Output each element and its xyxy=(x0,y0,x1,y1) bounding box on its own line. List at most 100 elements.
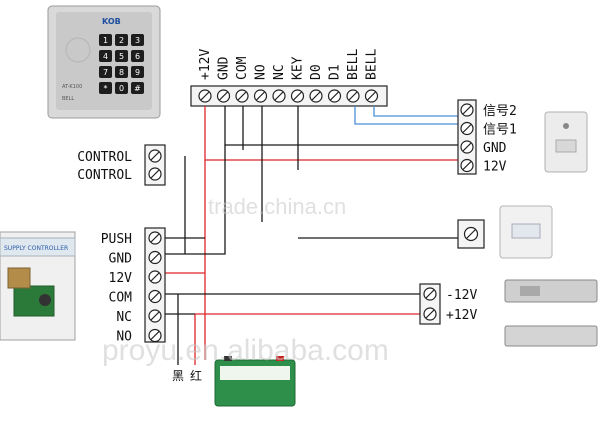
keypad-model: AT-K100 xyxy=(62,84,82,90)
keypad-key-label: 8 xyxy=(119,68,124,77)
keypad-key-label: 2 xyxy=(119,36,124,45)
keypad-key xyxy=(131,66,144,78)
wire-bell-2 xyxy=(373,106,458,117)
doorbell-screw xyxy=(460,121,474,136)
psu-terminal-block xyxy=(144,227,166,343)
terminal-label: KEY xyxy=(291,56,306,80)
keypad-key-label: 3 xyxy=(135,36,140,45)
keypad-key xyxy=(131,34,144,46)
terminal-screw xyxy=(290,89,305,103)
doorbell-screw xyxy=(460,103,474,117)
psu-label: 12V xyxy=(109,271,133,286)
wires xyxy=(165,106,465,365)
terminal-screw xyxy=(364,89,379,103)
terminal-label: D1 xyxy=(328,64,343,80)
keypad-key-label: 6 xyxy=(135,52,140,61)
keypad-key-label: 9 xyxy=(135,68,140,77)
terminal-label: BELL xyxy=(346,49,361,80)
lock-label: +12V xyxy=(446,308,477,323)
terminal-label: NO xyxy=(254,64,269,80)
terminal-screw xyxy=(309,89,323,103)
terminal-screw xyxy=(216,89,231,103)
psu-screw xyxy=(148,309,162,323)
keypad-key xyxy=(115,66,128,78)
psu-title: SUPPLY CONTROLLER xyxy=(4,245,68,252)
keypad-key xyxy=(115,34,128,46)
magnetic-lock xyxy=(504,325,598,347)
terminal-screw xyxy=(198,89,212,103)
terminal-screw xyxy=(327,89,342,103)
keypad-key-label: * xyxy=(104,84,108,93)
keypad-key xyxy=(115,50,128,62)
lock-screw xyxy=(423,287,437,301)
battery xyxy=(214,356,296,407)
power-supply-unit: SUPPLY CONTROLLER xyxy=(0,231,76,341)
keypad-key xyxy=(99,50,112,62)
terminal-label: COM xyxy=(235,56,250,80)
lock-screw xyxy=(423,307,437,321)
keypad-key xyxy=(99,82,112,94)
psu-labels: PUSH GND 12V COM NC NO xyxy=(101,232,132,345)
keypad-brand: KOB xyxy=(102,17,121,26)
psu-screw xyxy=(148,231,162,245)
terminal-label: +12V xyxy=(198,49,213,80)
exit-button-terminal xyxy=(457,219,485,249)
psu-label: GND xyxy=(109,252,133,267)
terminal-label: BELL xyxy=(365,49,380,80)
terminal-label: GND xyxy=(217,56,232,80)
terminal-screw xyxy=(235,89,249,103)
doorbell-terminal-block xyxy=(457,99,477,175)
keypad-key xyxy=(99,66,112,78)
lock-labels: -12V +12V xyxy=(446,288,477,323)
keypad-key-label: 0 xyxy=(119,84,124,93)
doorbell-screw xyxy=(460,140,474,154)
keypad-key-label: 1 xyxy=(103,36,108,45)
terminal-screw xyxy=(253,89,268,103)
doorbell-label: 信号1 xyxy=(483,123,517,138)
terminal-screw xyxy=(272,89,286,103)
psu-screw xyxy=(148,250,162,265)
keypad-key xyxy=(99,34,112,46)
keypad-key xyxy=(131,50,144,62)
electric-bolt-lock xyxy=(504,279,598,303)
keypad-key-label: # xyxy=(134,84,141,93)
terminal-screw xyxy=(346,89,360,103)
controller-terminal-block xyxy=(190,85,388,107)
battery-wire-label: 黑 xyxy=(172,369,184,383)
control-screw xyxy=(148,167,162,181)
doorbell-label: 12V xyxy=(483,160,507,175)
psu-label: NC xyxy=(116,310,132,325)
psu-label: COM xyxy=(109,291,133,306)
wire-bell-1 xyxy=(354,106,458,125)
battery-wire-label: 红 xyxy=(190,368,202,383)
doorbell-screw xyxy=(460,158,474,173)
keypad-bell-label: BELL xyxy=(62,96,74,102)
control-label: CONTROL xyxy=(77,150,132,165)
psu-screw xyxy=(148,270,162,284)
psu-label: PUSH xyxy=(101,232,132,247)
keypad-key-label: 5 xyxy=(119,52,124,61)
lock-label: -12V xyxy=(446,288,477,303)
battery-wire-labels: 黑红 xyxy=(172,368,202,383)
psu-label: NO xyxy=(116,330,132,345)
watermark-trade: trade.china.cn xyxy=(208,194,346,219)
watermark-proyu: proyu.en.alibaba.com xyxy=(102,334,389,367)
control-screw xyxy=(148,149,162,163)
keypad-key xyxy=(131,82,144,94)
exit-button-device xyxy=(499,205,553,259)
psu-screw xyxy=(148,328,162,343)
psu-screw xyxy=(148,289,162,304)
keypad-key-label: 4 xyxy=(103,52,108,61)
keypad-key xyxy=(115,82,128,94)
control-label: CONTROL xyxy=(77,168,132,183)
terminal-label: NC xyxy=(272,64,287,80)
lock-terminal-block xyxy=(419,283,441,325)
doorbell-label: GND xyxy=(483,141,507,156)
doorbell-label: 信号2 xyxy=(483,104,517,119)
terminal-label: D0 xyxy=(309,64,324,80)
